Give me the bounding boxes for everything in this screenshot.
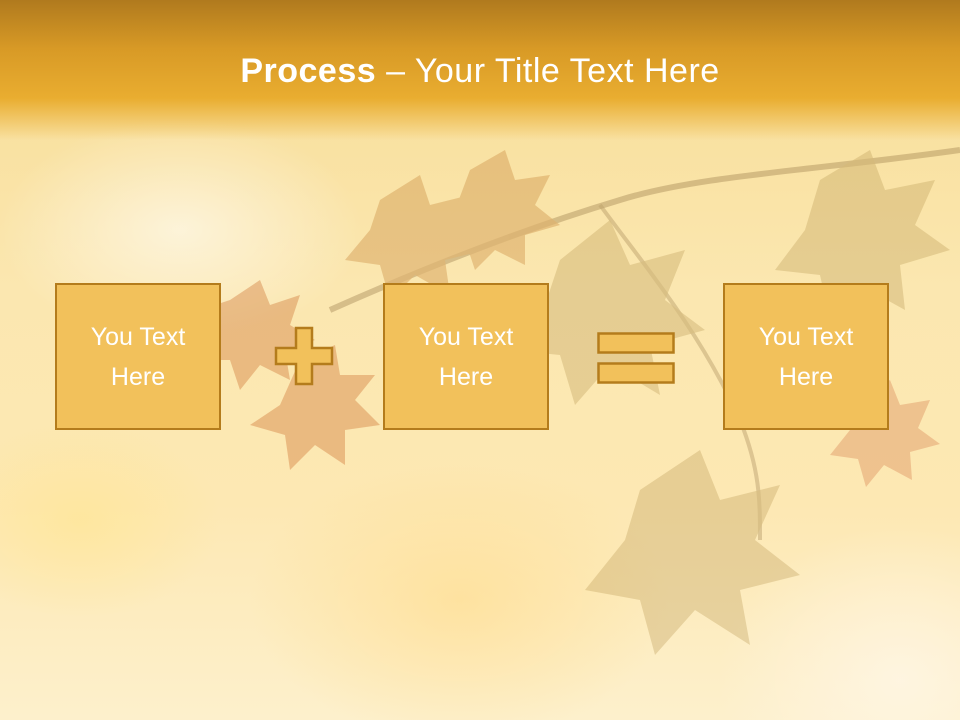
process-box-2[interactable]: You Text Here bbox=[383, 283, 549, 430]
process-box-3[interactable]: You Text Here bbox=[723, 283, 889, 430]
title-bold: Process bbox=[240, 52, 377, 90]
plus-icon bbox=[274, 326, 334, 386]
title-separator: – bbox=[376, 52, 415, 90]
process-box-1-text: You Text Here bbox=[90, 322, 186, 391]
slide-title: Process – Your Title Text Here bbox=[0, 52, 960, 91]
equals-icon bbox=[597, 332, 675, 384]
process-box-2-text: You Text Here bbox=[418, 322, 514, 391]
title-bar bbox=[0, 0, 960, 140]
process-box-1[interactable]: You Text Here bbox=[55, 283, 221, 430]
process-box-3-text: You Text Here bbox=[758, 322, 854, 391]
title-rest: Your Title Text Here bbox=[414, 52, 720, 90]
